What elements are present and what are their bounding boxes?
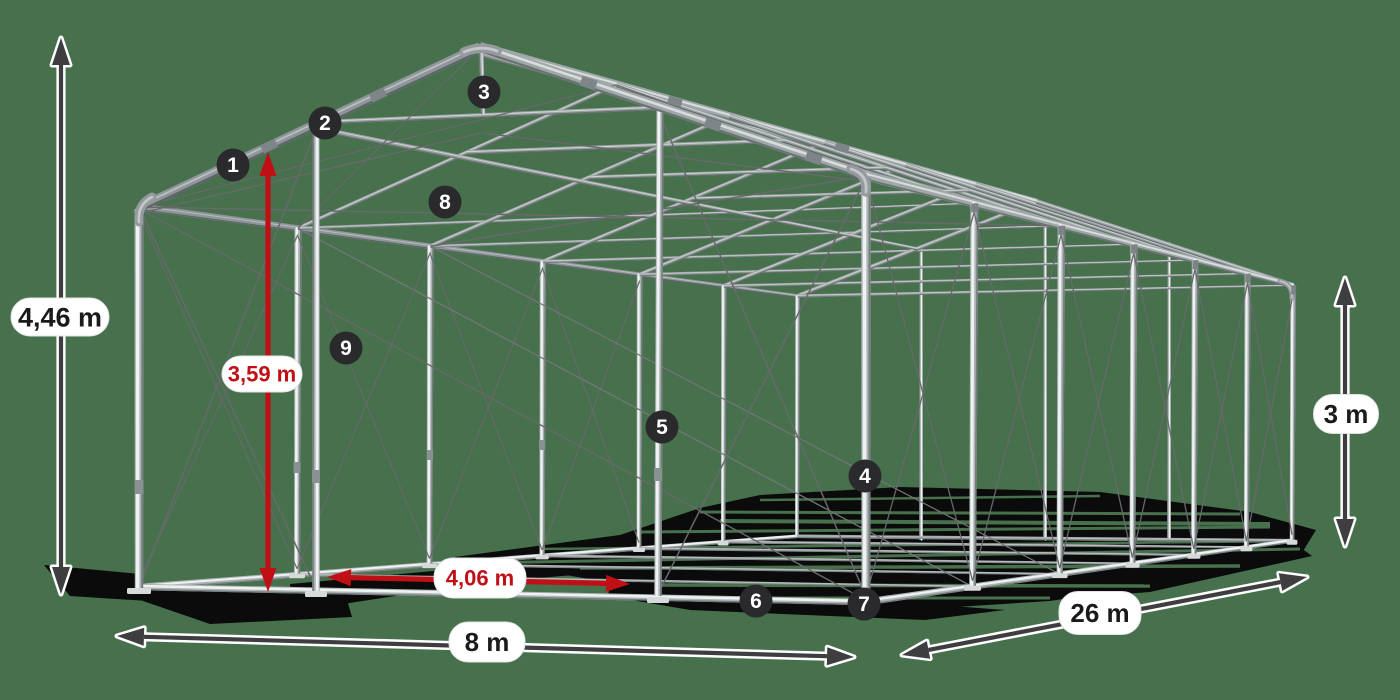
svg-text:4,46 m: 4,46 m [18,302,102,332]
svg-text:26 m: 26 m [1070,598,1129,628]
svg-text:9: 9 [340,337,352,360]
svg-text:2: 2 [319,112,331,135]
svg-text:6: 6 [750,590,762,613]
svg-text:7: 7 [858,593,870,616]
svg-text:8: 8 [439,191,451,214]
svg-text:1: 1 [227,154,239,177]
svg-text:3 m: 3 m [1324,399,1369,429]
svg-text:3,59 m: 3,59 m [228,362,297,387]
svg-text:4,06 m: 4,06 m [446,566,515,591]
svg-text:5: 5 [656,416,668,439]
svg-text:3: 3 [478,81,490,104]
svg-text:8 m: 8 m [465,627,510,657]
svg-text:4: 4 [859,465,871,488]
